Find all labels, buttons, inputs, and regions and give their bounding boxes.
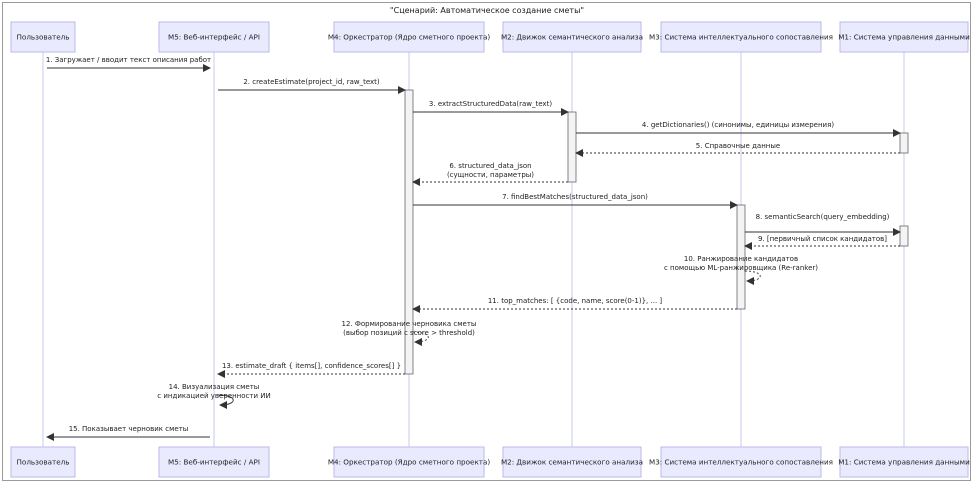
message-label: 6. structured_data_json [449, 162, 531, 170]
message-5: 5. Справочные данные [575, 142, 900, 157]
participant-rect [660, 21, 822, 53]
message-1: 1. Загружает / вводит текст описания раб… [46, 56, 211, 72]
message-11: 11. top_matches: [ {code, name, score(0-… [412, 297, 737, 313]
message-label: с индикацией уверенности ИИ [157, 392, 270, 400]
participant-label: M3: Система интеллектуального сопоставле… [649, 458, 833, 467]
message-7: 7. findBestMatches(structured_data_json) [413, 193, 738, 209]
message-label: 13. estimate_draft { items[], confidence… [222, 362, 401, 370]
participant-rect [502, 21, 642, 53]
message-12: 12. Формирование черновика сметы(выбор п… [342, 320, 477, 346]
participant-box-bottom: M5: Веб-интерфейс / API [158, 446, 270, 478]
message-9: 9. [первичный список кандидатов] [744, 235, 900, 250]
participant-box-top: M4: Оркестратор (Ядро сметного проекта) [328, 21, 491, 53]
participant-rect [839, 21, 969, 53]
message-label: 2. createEstimate(project_id, raw_text) [243, 78, 380, 86]
participant-rect [158, 21, 270, 53]
participant-label: M3: Система интеллектуального сопоставле… [649, 33, 833, 42]
message-label: (сущности, параметры) [447, 171, 534, 179]
participant-label: M4: Оркестратор (Ядро сметного проекта) [328, 33, 491, 42]
participant-rect [333, 21, 485, 53]
activation-bar [567, 111, 577, 183]
participant-rect [502, 446, 642, 478]
self-message-arrow [412, 331, 429, 346]
participant-rect [333, 446, 485, 478]
participant-box-top: M3: Система интеллектуального сопоставле… [649, 21, 833, 53]
participant-box-bottom: M3: Система интеллектуального сопоставле… [649, 446, 833, 478]
participant-rect [10, 21, 76, 53]
message-6: 6. structured_data_json(сущности, параме… [412, 162, 568, 186]
message-label: 12. Формирование черновика сметы [342, 320, 477, 328]
self-message-arrow [217, 394, 234, 409]
self-message-arrow [744, 270, 761, 285]
message-8: 8. semanticSearch(query_embedding) [745, 213, 901, 236]
participant-label: M2: Движок семантического анализа [501, 458, 643, 467]
message-label: 3. extractStructuredData(raw_text) [429, 100, 552, 108]
participant-label: Пользователь [17, 33, 70, 42]
message-2: 2. createEstimate(project_id, raw_text) [218, 78, 406, 94]
participant-label: M1: Система управления данными [838, 33, 970, 42]
message-15: 15. Показывает черновик сметы [46, 425, 210, 441]
participant-label: M4: Оркестратор (Ядро сметного проекта) [328, 458, 491, 467]
participant-box-bottom: M1: Система управления данными [838, 446, 970, 478]
participant-label: Пользователь [17, 458, 70, 467]
participant-box-bottom: M2: Движок семантического анализа [501, 446, 643, 478]
message-3: 3. extractStructuredData(raw_text) [413, 100, 569, 116]
participant-label: M1: Система управления данными [838, 458, 970, 467]
message-label: 5. Справочные данные [696, 142, 780, 150]
message-label: с помощью ML-ранжировщика (Re-ranker) [664, 264, 818, 272]
message-label: 1. Загружает / вводит текст описания раб… [46, 56, 211, 64]
participant-label: M2: Движок семантического анализа [501, 33, 643, 42]
message-label: 14. Визуализация сметы [169, 383, 260, 391]
message-label: (выбор позиций с score > threshold) [343, 329, 475, 337]
message-label: 11. top_matches: [ {code, name, score(0-… [488, 297, 663, 305]
participant-rect [839, 446, 969, 478]
participant-box-bottom: Пользователь [10, 446, 76, 478]
activation-bar [736, 204, 746, 310]
message-label: 4. getDictionaries() (синонимы, единицы … [642, 121, 834, 129]
participant-box-top: M5: Веб-интерфейс / API [158, 21, 270, 53]
message-13: 13. estimate_draft { items[], confidence… [217, 362, 405, 378]
diagram-title: "Сценарий: Автоматическое создание сметы… [390, 6, 584, 15]
message-label: 7. findBestMatches(structured_data_json) [502, 193, 648, 201]
participant-label: M5: Веб-интерфейс / API [168, 458, 260, 467]
participant-box-top: Пользователь [10, 21, 76, 53]
message-label: 10. Ранжирование кандидатов [684, 255, 798, 263]
message-label: 8. semanticSearch(query_embedding) [756, 213, 890, 221]
participant-rect [158, 446, 270, 478]
participant-box-top: M2: Движок семантического анализа [501, 21, 643, 53]
participant-label: M5: Веб-интерфейс / API [168, 33, 260, 42]
participant-box-bottom: M4: Оркестратор (Ядро сметного проекта) [328, 446, 491, 478]
activation-bar [899, 225, 909, 247]
activation-bar [404, 89, 414, 375]
activation-bar [899, 132, 909, 154]
participant-rect [660, 446, 822, 478]
participant-rect [10, 446, 76, 478]
message-label: 15. Показывает черновик сметы [69, 425, 189, 433]
message-label: 9. [первичный список кандидатов] [758, 235, 887, 243]
message-4: 4. getDictionaries() (синонимы, единицы … [576, 121, 901, 137]
participant-box-top: M1: Система управления данными [838, 21, 970, 53]
